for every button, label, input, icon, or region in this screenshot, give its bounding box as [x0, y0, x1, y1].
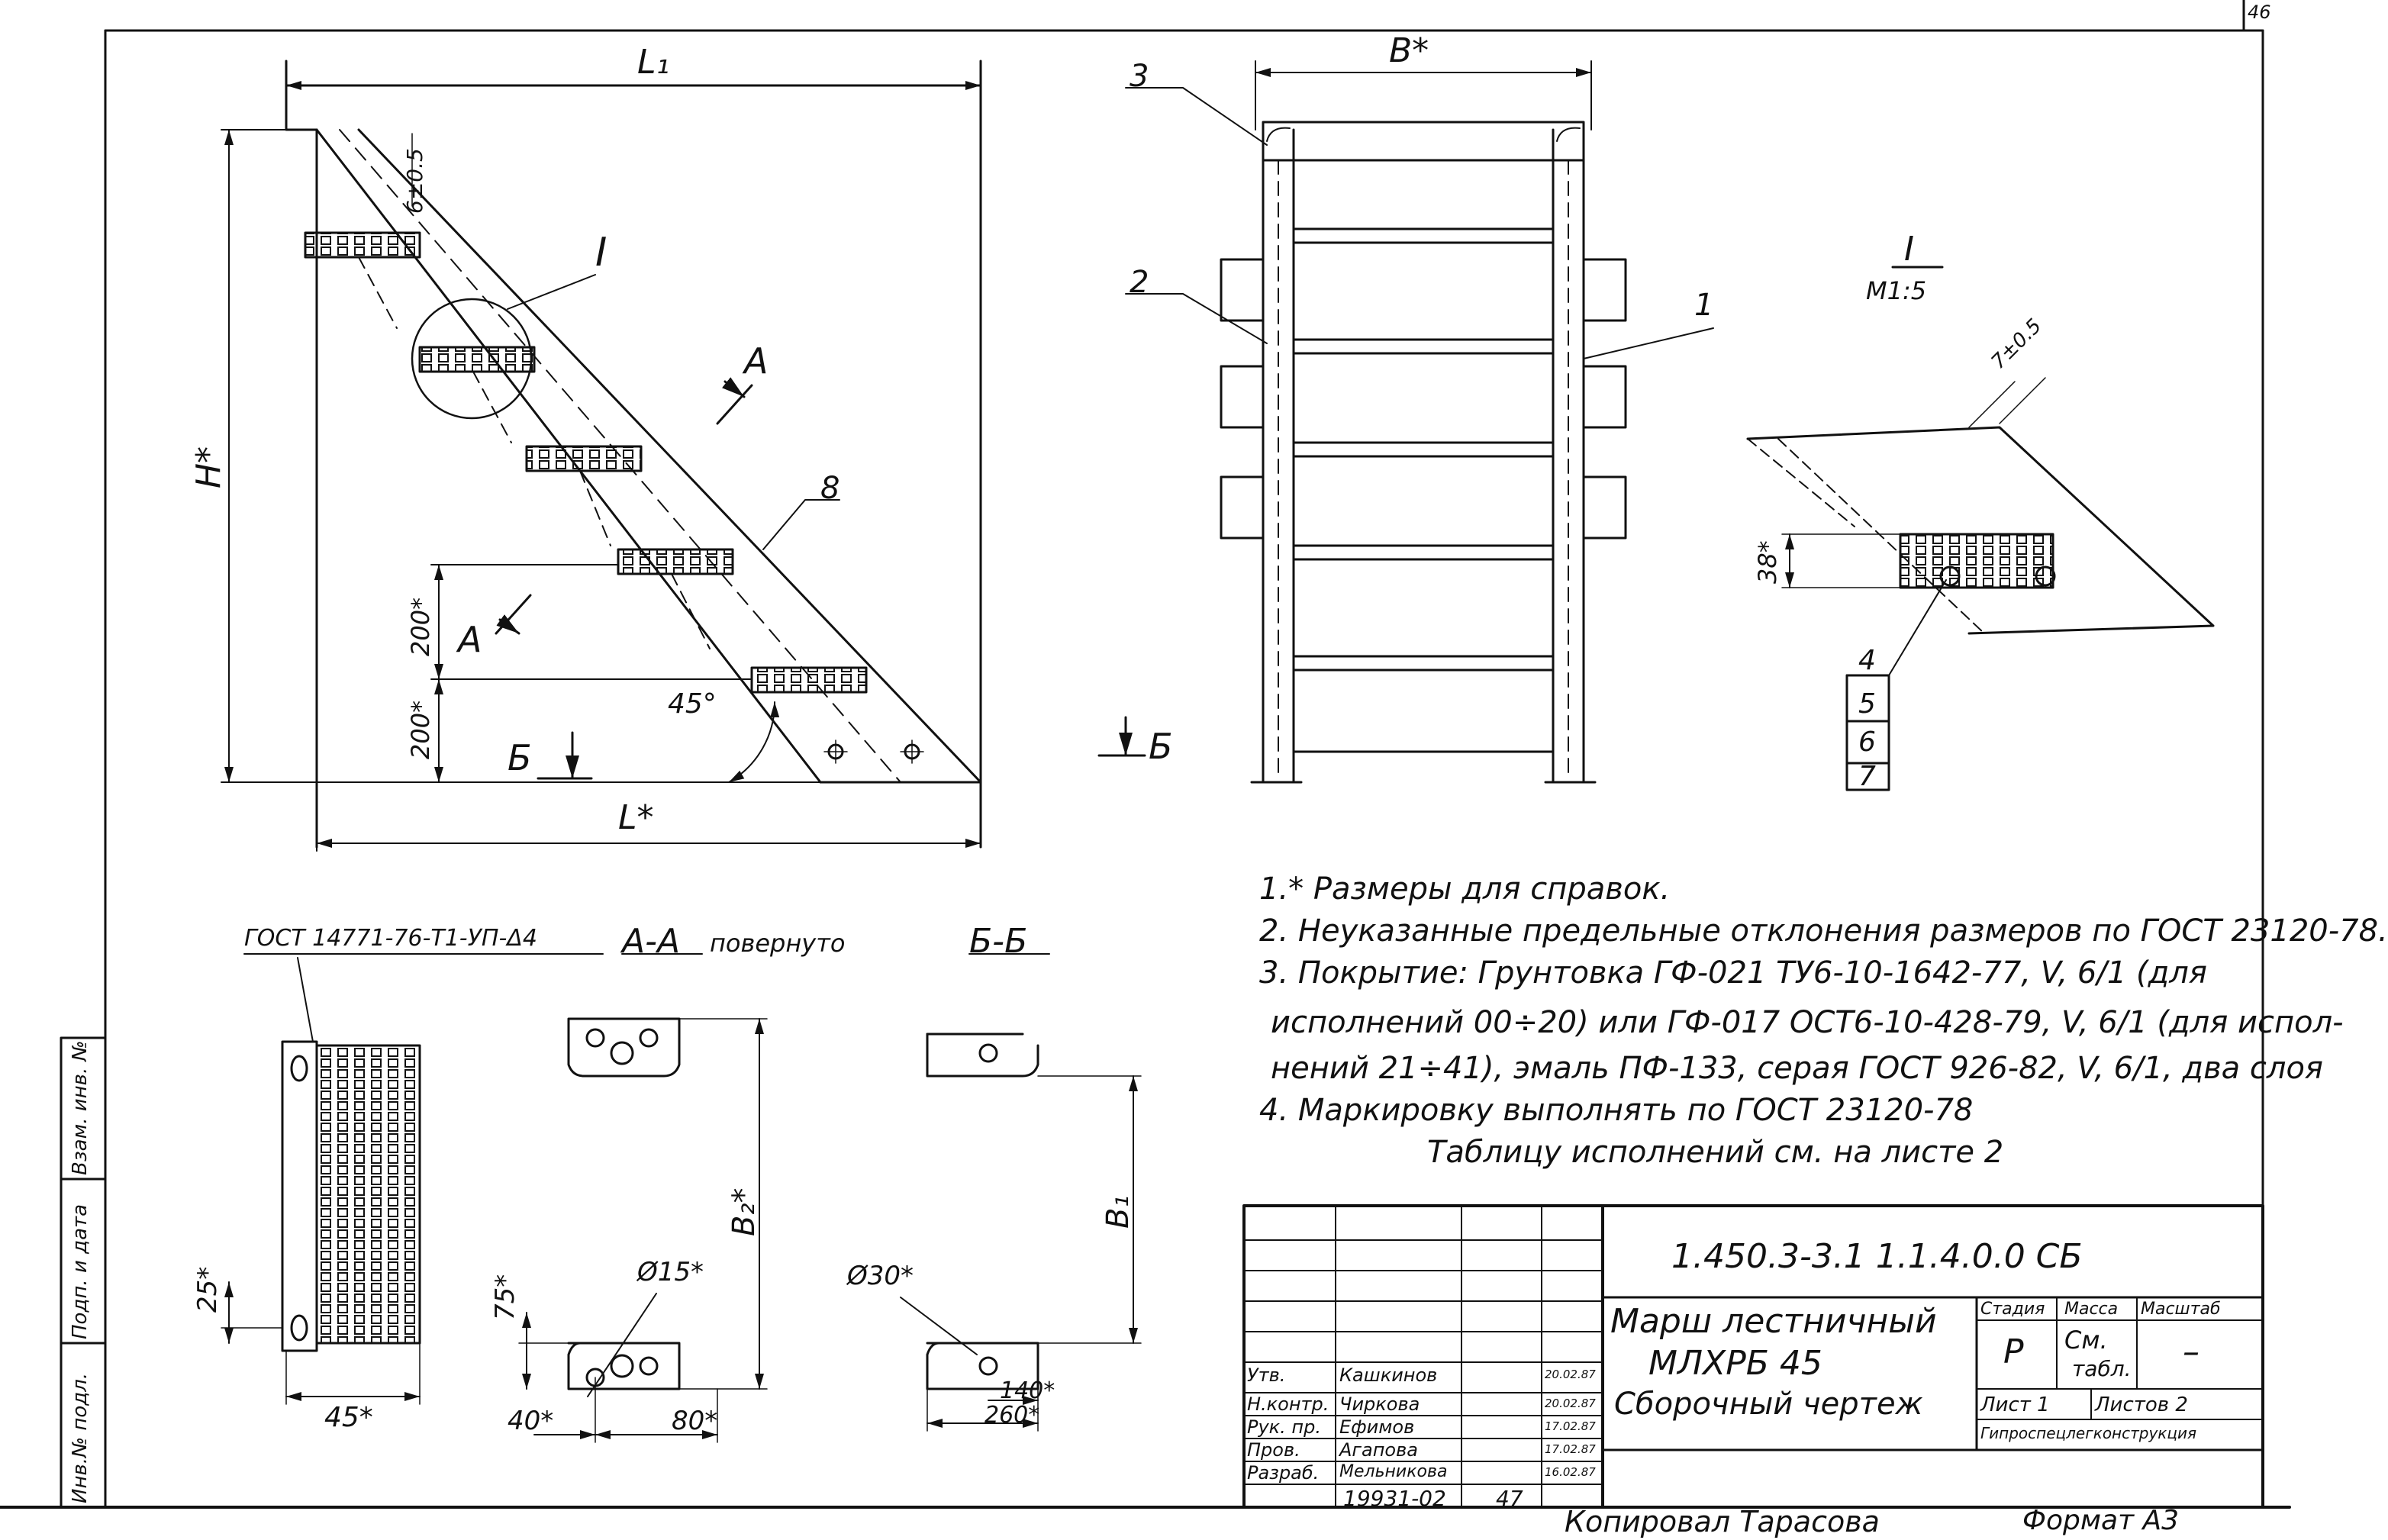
stage-value: Р — [2003, 1332, 2024, 1371]
callout-1: 1 — [1694, 288, 1714, 323]
section-mark-b-side: Б — [508, 737, 532, 778]
dim-b-star: B* — [1389, 31, 1429, 70]
dim-260: 260* — [985, 1402, 1040, 1429]
note-3-cont-2: нений 21÷41), эмаль ПФ-133, серая ГОСТ 9… — [1271, 1051, 2323, 1086]
dim-d15: Ø15* — [637, 1257, 704, 1287]
callout-8: 8 — [820, 471, 840, 506]
note-3-cont-1: исполнений 00÷20) или ГФ-017 ОСТ6-10-428… — [1271, 1005, 2344, 1040]
callout-3: 3 — [1130, 59, 1149, 94]
note-2: 2. Неуказанные предельные отклонения раз… — [1259, 913, 2388, 949]
sig-role-1: Утв. — [1247, 1364, 1286, 1386]
dim-l-star: L* — [618, 798, 654, 837]
sig-role-5: Разраб. — [1247, 1462, 1320, 1484]
stamp-sign-date: Подп. и дата — [69, 1203, 92, 1339]
section-bb-view — [900, 953, 1142, 1432]
archive-no: 19931-02 — [1343, 1486, 1446, 1511]
detail-title-i: I — [1904, 230, 1914, 269]
angle-45: 45° — [668, 688, 717, 720]
sig-name-1: Кашкинов — [1339, 1364, 1438, 1386]
note-4: 4. Маркировку выполнять по ГОСТ 23120-78 — [1259, 1093, 1974, 1128]
drawing-sheet — [0, 0, 2291, 1509]
note-1: 1.* Размеры для справок. — [1259, 871, 1671, 907]
section-aa-view — [518, 953, 768, 1443]
sig-date-1: 20.02.87 — [1545, 1368, 1596, 1381]
side-view — [221, 60, 982, 852]
detail-mark-i: I — [595, 230, 607, 275]
sig-date-2: 20.02.87 — [1545, 1397, 1596, 1410]
section-aa-suffix: повернуто — [710, 929, 846, 958]
callout-5: 5 — [1858, 688, 1876, 720]
dim-25: 25* — [192, 1266, 223, 1313]
weld-spec: ГОСТ 14771-76-Т1-УП-Δ4 — [244, 925, 537, 952]
sheets-label: Листов 2 — [2095, 1393, 2188, 1416]
section-mark-a-top: A — [744, 340, 769, 382]
drawing-name-line1: Марш лестничный — [1610, 1302, 1937, 1341]
sheet-number: 46 — [2248, 2, 2271, 23]
organization: Гипроспецлегконструкция — [1980, 1424, 2197, 1442]
dim-h-star: H* — [189, 446, 228, 488]
dim-200-a: 200* — [406, 597, 435, 656]
dim-gap-6: 6±0.5 — [402, 148, 427, 214]
detail-scale: М1:5 — [1866, 276, 1927, 305]
sig-role-2: Н.контр. — [1247, 1393, 1329, 1415]
front-view — [1097, 60, 1714, 784]
dim-b2: B₂* — [727, 1187, 762, 1236]
dim-140: 140* — [1000, 1377, 1055, 1404]
mass-value-1: См. — [2064, 1326, 2108, 1355]
dim-75: 75* — [490, 1274, 520, 1320]
stage-label: Стадия — [1980, 1300, 2045, 1319]
sig-date-3: 17.02.87 — [1545, 1419, 1596, 1433]
drawing-name-line3: Сборочный чертеж — [1614, 1387, 1923, 1422]
copied-by: Копировал Тарасова — [1565, 1505, 1880, 1538]
dim-80: 80* — [672, 1406, 718, 1436]
callout-4: 4 — [1858, 645, 1876, 676]
section-bb-title: Б-Б — [969, 922, 1028, 961]
section-aa-title: А-А — [622, 922, 681, 961]
stamp-inv-repl: Взам. инв. № — [69, 1040, 92, 1175]
dim-38: 38* — [1753, 540, 1782, 584]
callout-6: 6 — [1858, 727, 1876, 758]
sig-name-3: Ефимов — [1339, 1416, 1415, 1438]
sig-name-4: Агапова — [1339, 1439, 1418, 1461]
stamp-inv-orig: Инв.№ подл. — [69, 1372, 92, 1503]
scale-label: Масштаб — [2141, 1300, 2221, 1319]
note-table-ref: Таблицу исполнений см. на листе 2 — [1427, 1135, 2004, 1170]
dim-d30: Ø30* — [847, 1261, 914, 1291]
dim-45: 45* — [324, 1402, 373, 1433]
dim-200-b: 200* — [406, 700, 435, 759]
grating-view — [221, 953, 604, 1405]
side-stamp-frame — [60, 1036, 107, 1509]
drawing-name-line2: МЛХРБ 45 — [1648, 1344, 1822, 1383]
sheet-format: Формат А3 — [2022, 1505, 2180, 1536]
callout-7: 7 — [1858, 761, 1876, 792]
dim-b1: B₁ — [1101, 1195, 1136, 1229]
section-mark-b-front: Б — [1149, 726, 1173, 767]
callout-2: 2 — [1130, 265, 1149, 300]
section-mark-a-bottom: A — [458, 619, 482, 660]
scale-value: – — [2183, 1332, 2199, 1371]
dim-40: 40* — [508, 1406, 554, 1436]
sig-role-4: Пров. — [1247, 1439, 1300, 1461]
sig-date-4: 17.02.87 — [1545, 1442, 1596, 1456]
title-block-frame — [1242, 1204, 2264, 1509]
sig-role-3: Рук. пр. — [1247, 1416, 1321, 1438]
designation: 1.450.3-3.1 1.1.4.0.0 СБ — [1671, 1237, 2083, 1276]
sig-name-5: Мельникова — [1339, 1462, 1448, 1481]
sheet-label: Лист 1 — [1980, 1393, 2050, 1416]
note-3: 3. Покрытие: Грунтовка ГФ-021 ТУ6-10-164… — [1259, 955, 2207, 991]
sig-name-2: Чиркова — [1339, 1393, 1420, 1415]
archive-page: 47 — [1496, 1486, 1523, 1511]
detail-i-view — [1746, 266, 2215, 791]
sig-date-5: 16.02.87 — [1545, 1465, 1596, 1479]
mass-label: Масса — [2064, 1300, 2119, 1319]
dim-l1: L₁ — [637, 43, 670, 82]
mass-value-2: табл. — [2072, 1356, 2132, 1381]
